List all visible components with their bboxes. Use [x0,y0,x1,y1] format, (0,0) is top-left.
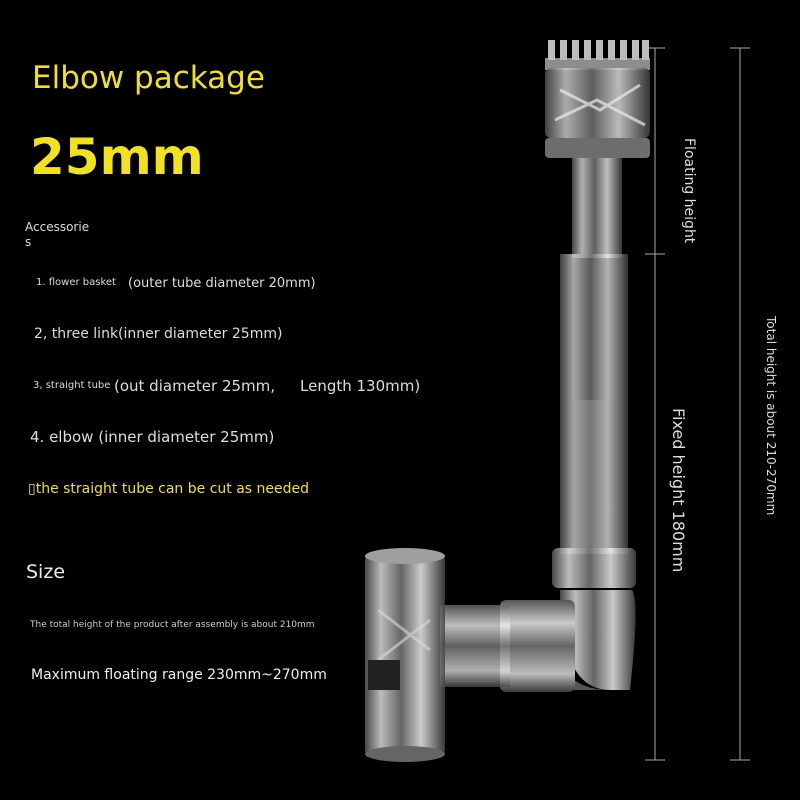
accessories-label: Accessorie [25,220,90,234]
item1-detail: (outer tube diameter 20mm) [128,276,316,291]
dimension-lines [645,47,750,761]
max-range-text: Maximum floating range 230mm~270mm [31,667,327,683]
floating-height-label: Floating height [681,138,697,244]
horizontal-tube [440,605,510,687]
size-headline: 25mm [30,128,204,186]
item1-name: 1. flower basket [36,277,116,288]
cut-note: ▯the straight tube can be cut as needed [28,481,310,497]
total-height-text: The total height of the product after as… [30,620,315,630]
dark-patch [368,660,400,690]
item3-name: 3, straight tube [33,380,111,391]
inner-tube [572,158,622,258]
straight-tube [560,254,628,554]
elbow [500,548,636,692]
item2: 2, three link(inner diameter 25mm) [34,326,283,342]
flower-basket [545,40,650,158]
fixed-height-label: Fixed height 180mm [669,408,688,573]
item3-length: Length 130mm) [300,377,421,395]
size-heading: Size [26,561,66,583]
item3-detail: (out diameter 25mm, [114,377,276,395]
accessories-label-cont: s [25,235,32,249]
total-height-label: Total height is about 210-270mm [764,316,778,516]
page-title: Elbow package [32,60,265,96]
item4: 4. elbow (inner diameter 25mm) [30,428,275,446]
three-link [365,548,445,762]
